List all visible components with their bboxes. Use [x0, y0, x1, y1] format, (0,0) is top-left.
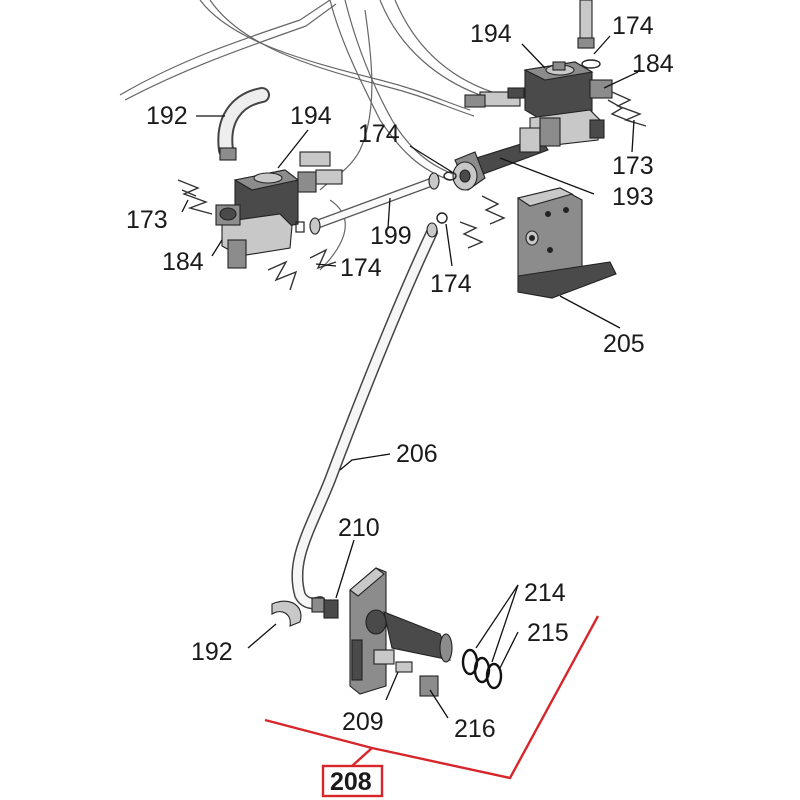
label-174-mid: 174 — [358, 120, 400, 148]
pipe-193 — [452, 117, 561, 191]
background-hoses — [119, 0, 493, 271]
leader-lines — [181, 35, 639, 719]
label-205: 205 — [603, 330, 645, 358]
bracket-205 — [516, 187, 617, 299]
label-209: 209 — [342, 708, 384, 736]
label-193: 193 — [612, 183, 654, 211]
label-184-left: 184 — [162, 248, 204, 276]
label-208: 208 — [330, 768, 372, 796]
label-199: 199 — [370, 222, 412, 250]
label-216: 216 — [454, 715, 496, 743]
elbow-192-bottom — [271, 600, 302, 627]
label-173-left: 173 — [126, 206, 168, 234]
solenoid-valve-left — [215, 151, 343, 269]
valve-assembly-208 — [311, 567, 453, 697]
label-214: 214 — [524, 579, 566, 607]
label-174-lower-right: 174 — [430, 270, 472, 298]
hose-192-top — [217, 87, 270, 161]
label-215: 215 — [527, 619, 569, 647]
clips-lower-left — [267, 248, 337, 291]
label-194-top-right: 194 — [470, 20, 512, 48]
label-174-top-right: 174 — [612, 12, 654, 40]
label-192-bottom: 192 — [191, 638, 233, 666]
label-210: 210 — [338, 514, 380, 542]
pipe-199 — [309, 171, 457, 235]
label-192-top: 192 — [146, 102, 188, 130]
pipe-174-top — [577, 0, 601, 69]
hose-206 — [291, 212, 448, 610]
clips-mid — [459, 195, 506, 249]
label-194-left: 194 — [290, 102, 332, 130]
label-174-lower-left: 174 — [340, 254, 382, 282]
label-206: 206 — [396, 440, 438, 468]
o-rings — [461, 648, 503, 690]
label-184-right: 184 — [632, 50, 674, 78]
callout-labels: 174 194 184 192 194 174 173 193 173 199 … — [126, 12, 674, 796]
clip-173-left — [177, 179, 213, 215]
highlight-bracket-208 — [264, 615, 600, 798]
label-173-right: 173 — [612, 152, 654, 180]
clip-173-right — [607, 91, 647, 127]
